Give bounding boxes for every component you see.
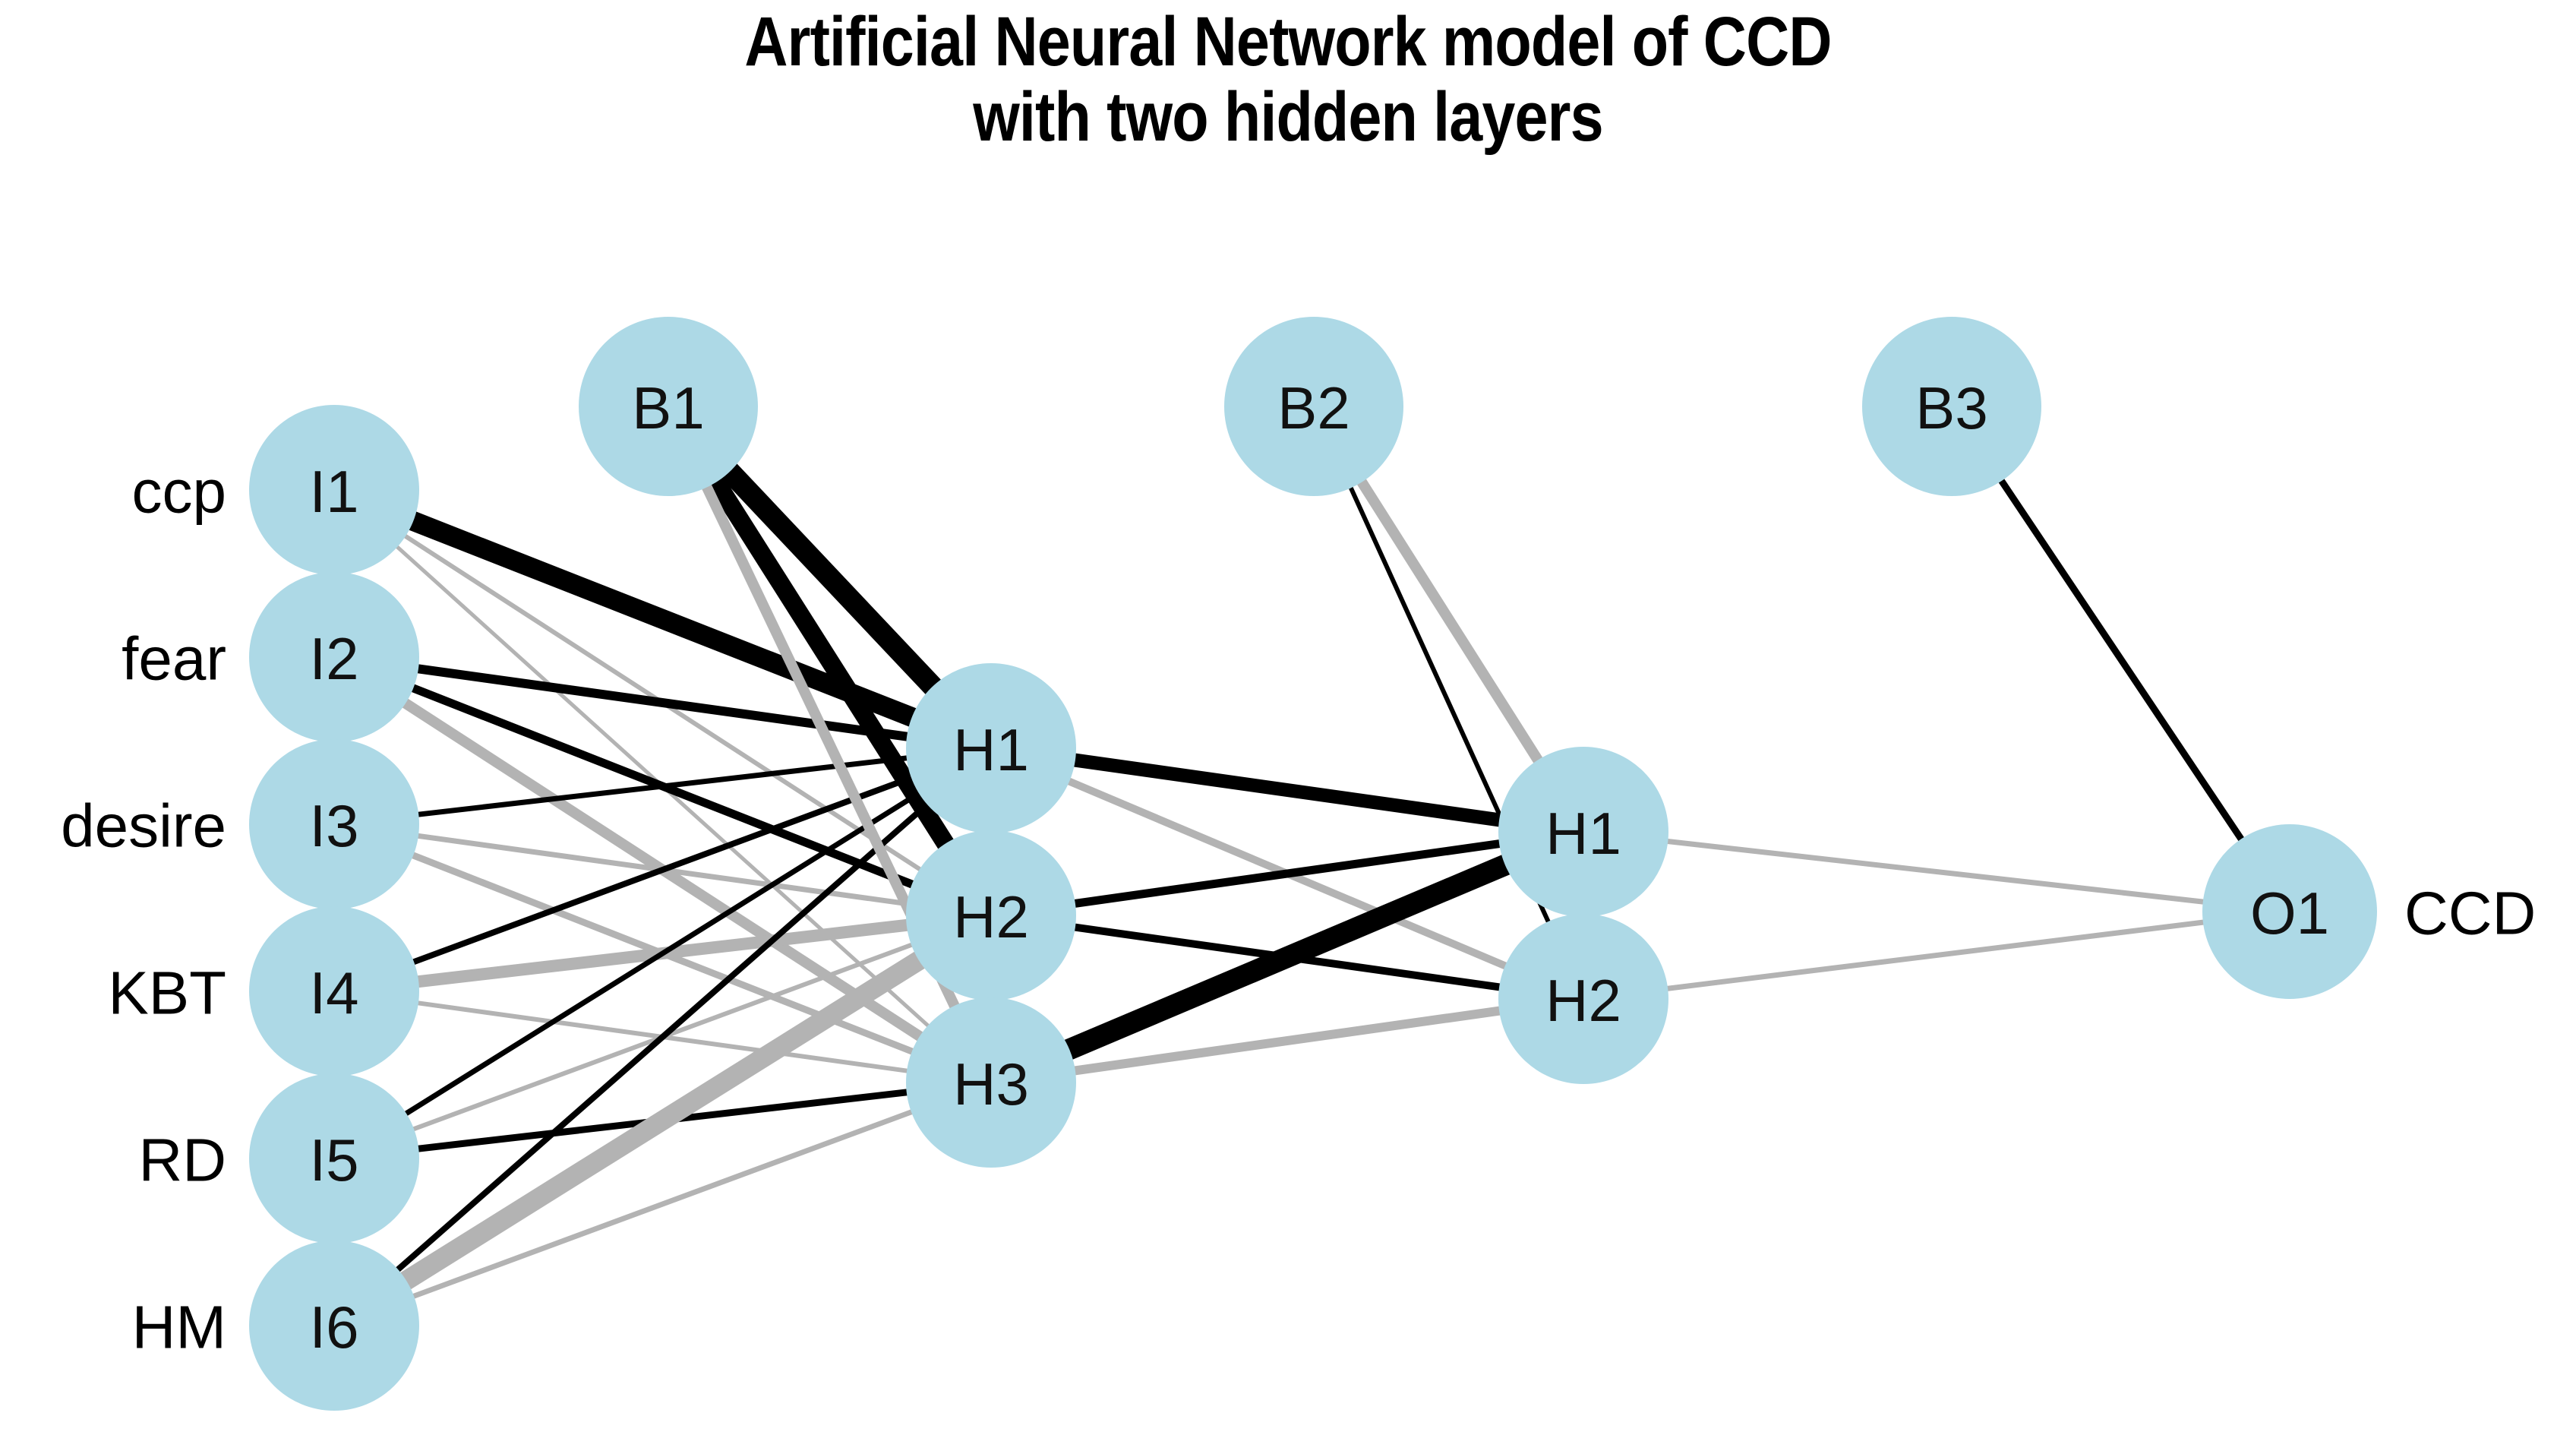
node-H1a[interactable]: H1	[906, 663, 1076, 833]
node-I3[interactable]: I3	[249, 739, 419, 909]
side-label-I1: ccp	[132, 458, 227, 526]
edge-H1a-to-H1b	[1069, 752, 1505, 828]
node-I2[interactable]: I2	[249, 572, 419, 742]
edges-group	[392, 460, 2247, 1301]
node-label-H2b: H2	[1545, 967, 1621, 1034]
node-label-H1a: H1	[953, 716, 1029, 783]
node-O1[interactable]: O1	[2202, 824, 2377, 999]
node-H1b[interactable]: H1	[1498, 747, 1668, 917]
node-circle-I4[interactable]	[249, 906, 419, 1076]
node-B3[interactable]: B3	[1862, 317, 2041, 496]
node-label-O1: O1	[2250, 880, 2329, 947]
side-label-I4: KBT	[108, 959, 226, 1027]
node-circle-B3[interactable]	[1862, 317, 2041, 496]
edge-I4-to-H1a	[409, 773, 917, 966]
edge-B2-to-H1b	[1355, 475, 1545, 767]
side-label-I6: HM	[132, 1294, 226, 1361]
node-B1[interactable]: B1	[579, 317, 758, 496]
edge-I6-to-H1a	[392, 798, 933, 1275]
edge-H1b-to-O1	[1662, 838, 2208, 906]
edge-I1-to-H1a	[405, 510, 920, 729]
node-circle-H2b[interactable]	[1498, 914, 1668, 1084]
edge-I3-to-H1a	[413, 754, 912, 818]
node-circle-I2[interactable]	[249, 572, 419, 742]
edge-I6-to-H3a	[409, 1108, 917, 1301]
node-label-B1: B1	[632, 375, 704, 441]
node-label-B3: B3	[1915, 375, 1987, 441]
node-label-H2a: H2	[953, 883, 1029, 950]
node-circle-B2[interactable]	[1224, 317, 1403, 496]
node-I4[interactable]: I4	[249, 906, 419, 1076]
node-label-H1b: H1	[1545, 800, 1621, 867]
edge-B1-to-H1a	[718, 460, 944, 697]
edge-I2-to-H1a	[413, 663, 912, 742]
edge-H2a-to-H1b	[1070, 839, 1504, 909]
side-label-I3: desire	[61, 792, 226, 860]
node-I1[interactable]: I1	[249, 405, 419, 575]
node-circle-H1a[interactable]	[906, 663, 1076, 833]
node-I5[interactable]: I5	[249, 1073, 419, 1244]
node-label-I1: I1	[309, 458, 358, 525]
node-circle-H1b[interactable]	[1498, 747, 1668, 917]
edge-H3a-to-H2b	[1070, 1005, 1504, 1076]
node-label-I5: I5	[309, 1127, 358, 1193]
node-H2b[interactable]: H2	[1498, 914, 1668, 1084]
node-circle-I5[interactable]	[249, 1073, 419, 1244]
node-circle-I3[interactable]	[249, 739, 419, 909]
node-circle-H2a[interactable]	[906, 830, 1076, 1000]
edge-B1-to-H2a	[706, 473, 956, 852]
node-circle-H3a[interactable]	[906, 997, 1076, 1168]
figure-title: Artificial Neural Network model of CCD w…	[744, 3, 1832, 156]
node-label-B2: B2	[1277, 375, 1350, 441]
node-H2a[interactable]: H2	[906, 830, 1076, 1000]
side-label-O1: CCD	[2404, 880, 2536, 947]
side-label-I5: RD	[138, 1127, 226, 1194]
node-circle-I1[interactable]	[249, 405, 419, 575]
edge-H3a-to-H1b	[1061, 853, 1514, 1061]
node-label-H3a: H3	[953, 1051, 1029, 1117]
node-circle-I6[interactable]	[249, 1241, 419, 1411]
edge-B3-to-O1	[1996, 475, 2247, 845]
node-label-I2: I2	[309, 625, 358, 692]
edge-H2b-to-O1	[1662, 918, 2208, 992]
node-H3a[interactable]: H3	[906, 997, 1076, 1168]
edge-I5-to-H1a	[401, 789, 924, 1118]
node-label-I6: I6	[309, 1294, 358, 1361]
edge-I6-to-H2a	[397, 950, 928, 1291]
node-I6[interactable]: I6	[249, 1241, 419, 1411]
side-label-I2: fear	[122, 625, 226, 693]
node-label-I3: I3	[309, 792, 358, 859]
node-label-I4: I4	[309, 959, 358, 1026]
node-circle-B1[interactable]	[579, 317, 758, 496]
node-B2[interactable]: B2	[1224, 317, 1403, 496]
node-circle-O1[interactable]	[2202, 824, 2377, 999]
